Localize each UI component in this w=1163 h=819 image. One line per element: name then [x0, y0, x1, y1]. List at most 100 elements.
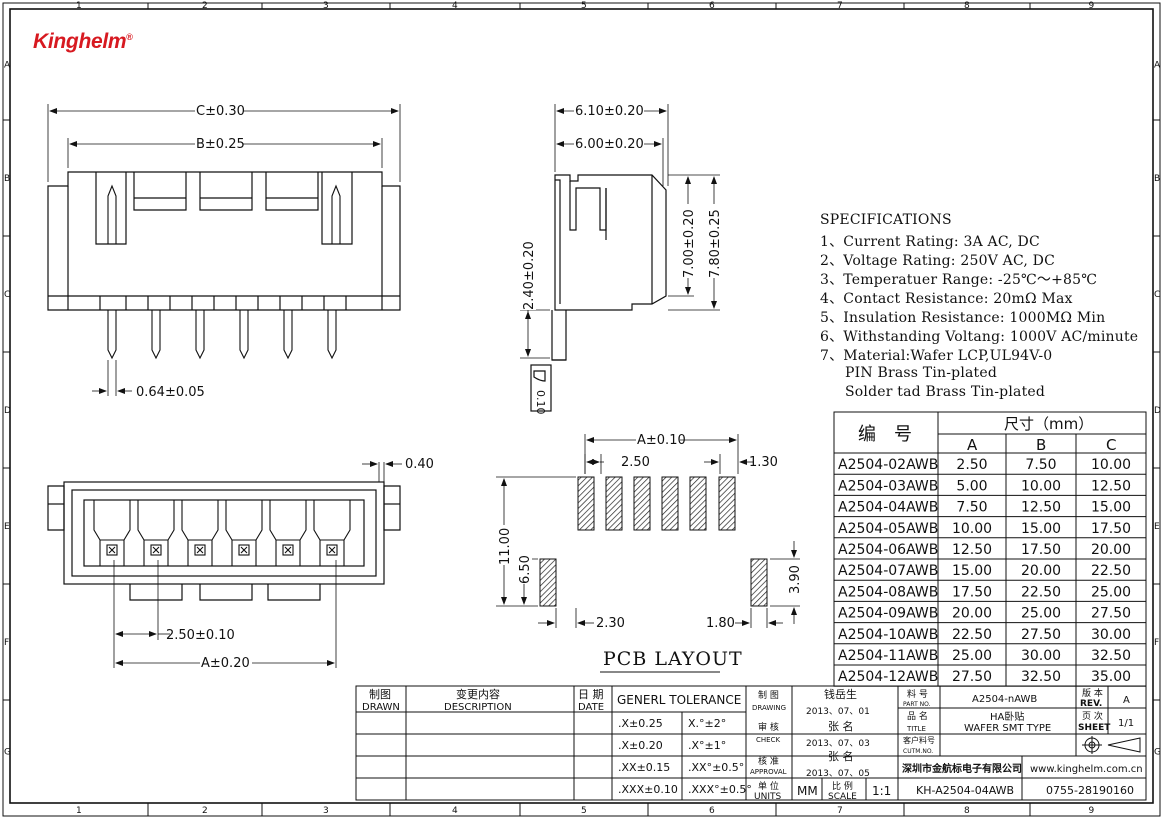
- dim-table-col-c: C: [1106, 436, 1116, 454]
- front-pin: [327, 310, 337, 360]
- drawer-name: 钱岳生: [824, 687, 857, 701]
- front-view: [47, 171, 401, 311]
- spec-line-8: PIN Brass Tin-plated: [845, 365, 998, 381]
- top-contact-mark: [328, 546, 336, 554]
- dim-table-part-no: A2504-04AWB: [838, 500, 938, 516]
- border-col-label: 2: [202, 806, 208, 816]
- top-contact-cavity: [225, 500, 263, 566]
- date-label-en: DATE: [578, 702, 604, 713]
- dim-table-cell: 15.00: [952, 563, 992, 579]
- partno-label-en: PART NO.: [903, 701, 931, 708]
- dim-pcb-230: 2.30: [596, 616, 625, 631]
- top-contact-mark: [196, 546, 204, 554]
- border-col-label: 5: [581, 806, 587, 816]
- top-contact-cavity: [313, 500, 351, 566]
- border-ticks: [3, 3, 1160, 816]
- dim-table-cell: 20.00: [1091, 542, 1131, 558]
- sheet-label-cn: 页 次: [1082, 710, 1103, 722]
- top-dims: [113, 461, 402, 668]
- dim-table-cell: 12.50: [1091, 478, 1131, 494]
- dim-table-part-no: A2504-06AWB: [838, 542, 938, 558]
- border-row-label: F: [1154, 638, 1159, 648]
- front-pins: [107, 184, 341, 360]
- company-phone: 0755-28190160: [1046, 784, 1134, 797]
- dim-table-cell: 12.50: [1021, 500, 1061, 516]
- top-contact-mark: [284, 546, 292, 554]
- top-dim-labels: 0.40 2.50±0.10 A±0.20: [166, 457, 434, 671]
- border-col-label: 4: [452, 806, 458, 816]
- border-col-label: 8: [964, 1, 970, 11]
- pcb-signal-pad: [633, 476, 651, 531]
- dim-side-width-2: 6.00±0.20: [575, 137, 644, 152]
- border-row-label: D: [1154, 406, 1161, 416]
- front-pin: [107, 310, 117, 360]
- dim-table-cell: 7.50: [1025, 457, 1056, 473]
- border-col-label: 1: [76, 1, 82, 11]
- tol-angle-4: .XXX°±0.5°: [688, 783, 752, 796]
- sheet-value: 1/1: [1118, 718, 1134, 729]
- units-label-cn: 单 位: [758, 780, 779, 792]
- spec-title: SPECIFICATIONS: [820, 212, 952, 228]
- border-col-label: 1: [76, 806, 82, 816]
- dim-pcb-pitch: 2.50: [621, 455, 650, 470]
- pcb-signal-pad: [605, 476, 623, 531]
- tol-linear-2: .X±0.20: [618, 739, 663, 752]
- border-row-label: A: [4, 61, 11, 71]
- approver-name: 张 名: [828, 749, 854, 763]
- tol-linear-4: .XXX±0.10: [618, 783, 678, 796]
- dim-pitch: 2.50±0.10: [166, 628, 235, 643]
- border-col-label: 4: [452, 1, 458, 11]
- title-block: [355, 685, 1147, 801]
- border-row-label: A: [1154, 61, 1161, 71]
- spec-line-6: 6、Withstanding Voltang: 1000V AC/minute: [820, 329, 1139, 345]
- top-contact-mark: [240, 546, 248, 554]
- title-label-en: TITLE: [906, 725, 926, 733]
- border-row-label: D: [4, 406, 11, 416]
- dim-pcb-130: 1.30: [749, 455, 778, 470]
- drawing-label-en: DRAWING: [752, 704, 786, 712]
- dim-table-header-size: 尺寸（mm）: [1004, 415, 1093, 433]
- tol-angle-3: .XX°±0.5°: [688, 761, 744, 774]
- dim-table-part-no: A2504-03AWB: [838, 478, 938, 494]
- border-col-label: 7: [837, 806, 843, 816]
- top-contact-point: [282, 544, 294, 556]
- dim-pcb-650: 6.50: [518, 555, 533, 584]
- spec-line-9: Solder tad Brass Tin-plated: [845, 384, 1046, 400]
- drawn-label-en: DRAWN: [362, 702, 400, 713]
- dim-pcb-1100: 11.00: [498, 528, 513, 565]
- dim-table-cell: 30.00: [1021, 648, 1061, 664]
- cust-label-cn: 客户料号: [903, 735, 935, 745]
- dim-a-length: A±0.20: [201, 656, 250, 671]
- check-label-en: CHECK: [756, 736, 780, 744]
- dim-table-col-a: A: [967, 436, 978, 454]
- dim-table-col-b: B: [1036, 436, 1046, 454]
- dim-table-cell: 15.00: [1091, 500, 1131, 516]
- top-contacts: [93, 500, 351, 566]
- dim-table-part-no: A2504-07AWB: [838, 563, 938, 579]
- scale-label-en: SCALE: [828, 792, 857, 802]
- approval-label-en: APPROVAL: [750, 768, 787, 776]
- border-col-label: 3: [323, 1, 329, 11]
- dim-table-part-no: A2504-11AWB: [838, 648, 938, 664]
- pcb-dim-labels: A±0.10 2.50 1.30 11.00 6.50 3.90 2.30 1.…: [496, 432, 803, 631]
- dim-table-cell: 10.00: [952, 521, 992, 537]
- dim-tab-040: 0.40: [405, 457, 434, 472]
- dim-table-cell: 17.50: [1021, 542, 1061, 558]
- spec-line-5: 5、Insulation Resistance: 1000MΩ Min: [820, 310, 1106, 326]
- dim-table-part-no: A2504-08AWB: [838, 584, 938, 600]
- top-view: [47, 481, 401, 601]
- dim-table-cell: 20.00: [952, 606, 992, 622]
- desc-label-cn: 变更内容: [456, 687, 500, 701]
- dim-pin-thickness: 0.10: [534, 390, 547, 415]
- side-view: [530, 174, 667, 412]
- title-block-text: 制图 DRAWN 变更内容 DESCRIPTION 日 期 DATE GENER…: [362, 687, 1143, 802]
- border-col-label: 9: [1089, 806, 1095, 816]
- dimension-table: [833, 411, 1147, 687]
- title-label-cn: 品 名: [907, 710, 928, 722]
- product-title-en: WAFER SMT TYPE: [964, 723, 1051, 734]
- border-row-label: C: [1154, 290, 1160, 300]
- dim-table-cell: 12.50: [952, 542, 992, 558]
